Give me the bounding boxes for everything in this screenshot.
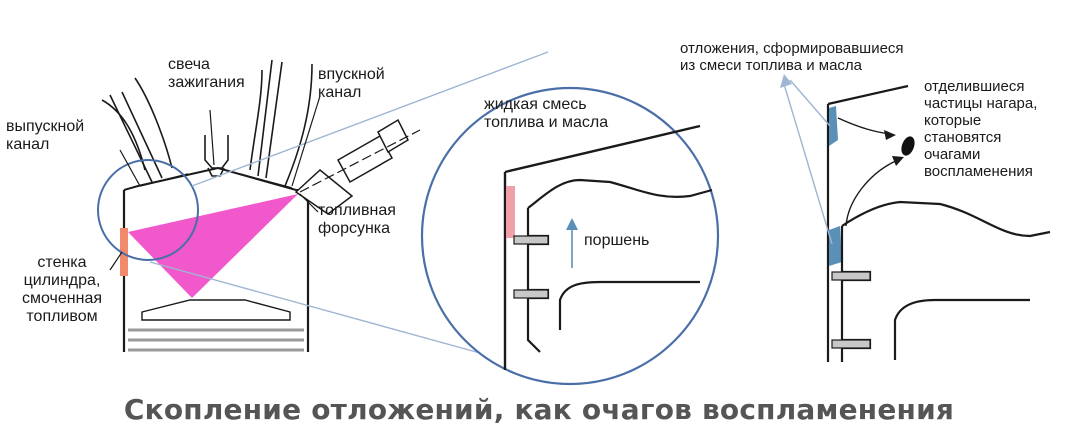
intake-valve	[239, 59, 293, 189]
deposit-lower	[829, 226, 842, 266]
deposit-pointer-head	[780, 74, 792, 88]
liquid-film	[506, 186, 515, 238]
magnified-piston-inner	[558, 280, 700, 330]
piston-motion-arrowhead	[566, 218, 578, 230]
zoom-guide-top	[191, 51, 549, 187]
zoom-circle-small	[97, 159, 199, 261]
label-deposits: отложения, сформировавшиеся из смеси топ…	[680, 40, 904, 74]
magnified-head-edge	[504, 124, 701, 174]
deposit-pointer-upper	[789, 79, 831, 127]
particle-arrow-upper	[837, 117, 891, 135]
deposit-pointer-lower	[783, 83, 833, 245]
particle-arrowhead-upper	[884, 130, 896, 140]
particle-arrow-lower	[845, 159, 899, 227]
right-ring-groove	[831, 271, 871, 281]
fuel-spray	[128, 194, 298, 298]
deposit-upper	[829, 106, 838, 146]
diagram-caption: Скопление отложений, как очагов воспламе…	[123, 393, 955, 426]
deposits-section	[780, 74, 1051, 362]
zoom-circle-large	[420, 86, 720, 386]
engine-cross-section	[101, 59, 313, 352]
label-exhaust-port: выпускной канал	[6, 118, 85, 153]
label-spark-plug: свеча зажигания	[168, 56, 245, 91]
exhaust-valve	[109, 91, 189, 187]
piston-ring-groove	[513, 235, 549, 245]
label-carbon-particles: отделившиеся частицы нагара, которые ста…	[924, 78, 1038, 180]
right-piston-inner	[893, 298, 1030, 360]
cylinder-head-roof	[123, 166, 308, 191]
piston-crown	[141, 299, 291, 321]
label-cylinder-wall: стенка цилиндра, смоченная топливом	[21, 254, 102, 325]
label-fuel-injector: топливная форсунка	[318, 202, 396, 237]
right-piston	[840, 200, 1051, 362]
piston-ring-groove	[513, 289, 549, 299]
magnified-view	[420, 86, 720, 386]
zoom-guide-bottom	[149, 261, 499, 359]
right-ring-groove	[831, 339, 871, 349]
fuel-injector	[294, 118, 421, 215]
label-intake-port: впускной канал	[318, 66, 385, 101]
label-pointers	[109, 95, 321, 271]
wetted-wall-patch	[120, 228, 128, 276]
label-piston: поршень	[584, 232, 650, 249]
exhaust-port	[101, 77, 173, 171]
right-head-edge	[827, 84, 909, 106]
intake-port	[249, 63, 313, 187]
particle-arrowhead-lower	[892, 156, 904, 166]
spark-plug	[204, 135, 229, 177]
label-liquid-mixture: жидкая смесь топлива и масла	[484, 96, 609, 131]
carbon-particle	[901, 136, 915, 156]
